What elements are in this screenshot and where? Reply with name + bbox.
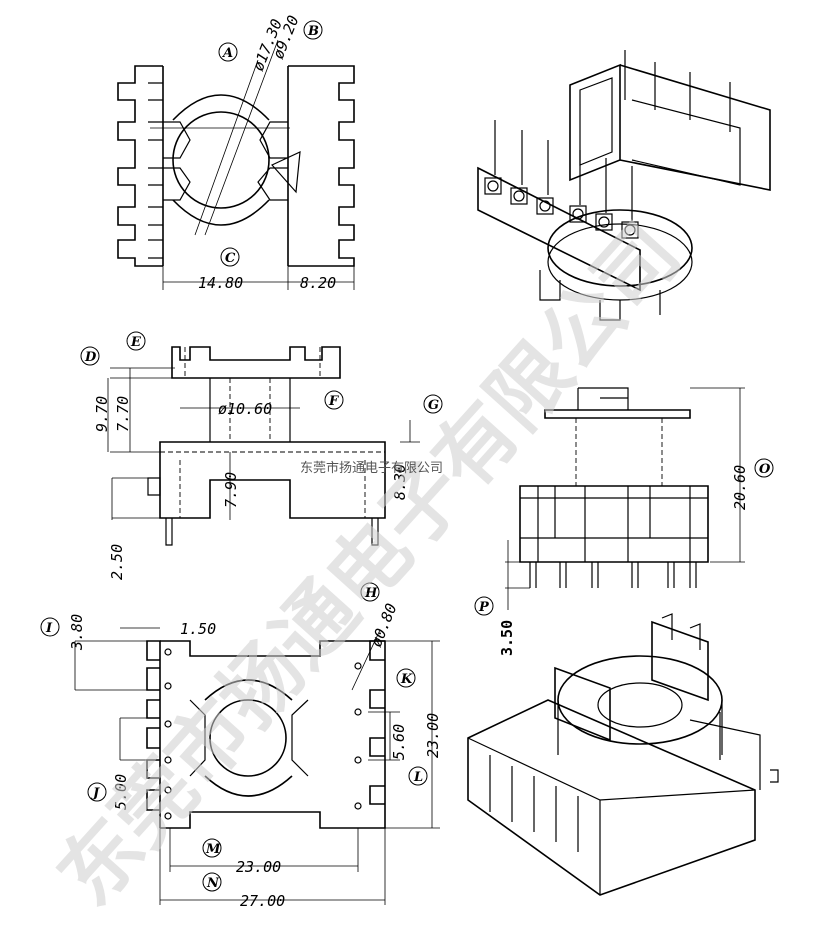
callout-l: L [413, 770, 423, 785]
dim-23-00-vert: 23.00 [424, 713, 442, 758]
callout-p: P [478, 600, 490, 615]
callout-j: J [90, 786, 100, 801]
dim-27-00: 27.00 [240, 892, 285, 910]
callout-n: N [206, 876, 220, 891]
dim-3-50: 3.50 [498, 620, 516, 656]
callout-f: F [328, 394, 339, 409]
dim-7-90: 7.90 [222, 472, 240, 508]
callout-d: D [84, 350, 97, 365]
top-view: 14.80 8.20 ø17.30 ø9.20 A B C [117, 13, 355, 292]
dim-dia-10-60: ø10.60 [218, 400, 272, 418]
dim-5-00: 5.00 [112, 774, 130, 810]
callout-k: K [400, 672, 413, 687]
side-view: 20.60 3.50 O P [474, 387, 774, 656]
dim-14-80: 14.80 [198, 274, 243, 292]
callout-e: E [130, 335, 142, 350]
watermark-text: 东莞市扬通电子有限公司 [40, 207, 698, 923]
front-view: 9.70 7.70 ø10.60 8.30 7.90 2.50 D E F G [80, 331, 443, 580]
dim-20-60: 20.60 [731, 465, 749, 510]
callout-c: C [225, 251, 236, 266]
isometric-view-bottom [467, 613, 779, 896]
dim-3-80: 3.80 [68, 614, 86, 651]
callout-h: H [364, 586, 378, 601]
bottom-view: 3.80 1.50 ø0.80 5.60 23.00 5.00 23.00 27… [40, 582, 442, 910]
dim-23-00-horiz: 23.00 [236, 858, 281, 876]
dim-8-30: 8.30 [391, 464, 409, 500]
dim-7-70: 7.70 [114, 396, 132, 432]
dim-5-60: 5.60 [390, 724, 408, 760]
callout-i: I [45, 621, 53, 636]
callout-o: O [759, 462, 771, 477]
dim-9-70: 9.70 [93, 396, 111, 432]
dim-8-20: 8.20 [300, 274, 336, 292]
isometric-view-top [477, 50, 771, 321]
callout-b: B [307, 24, 319, 39]
callout-m: M [205, 842, 221, 857]
dim-1-50: 1.50 [180, 620, 216, 638]
callout-g: G [428, 398, 439, 413]
callout-a: A [221, 46, 233, 61]
company-caption: 东莞市扬通电子有限公司 [300, 460, 443, 476]
dim-2-50: 2.50 [108, 544, 126, 580]
